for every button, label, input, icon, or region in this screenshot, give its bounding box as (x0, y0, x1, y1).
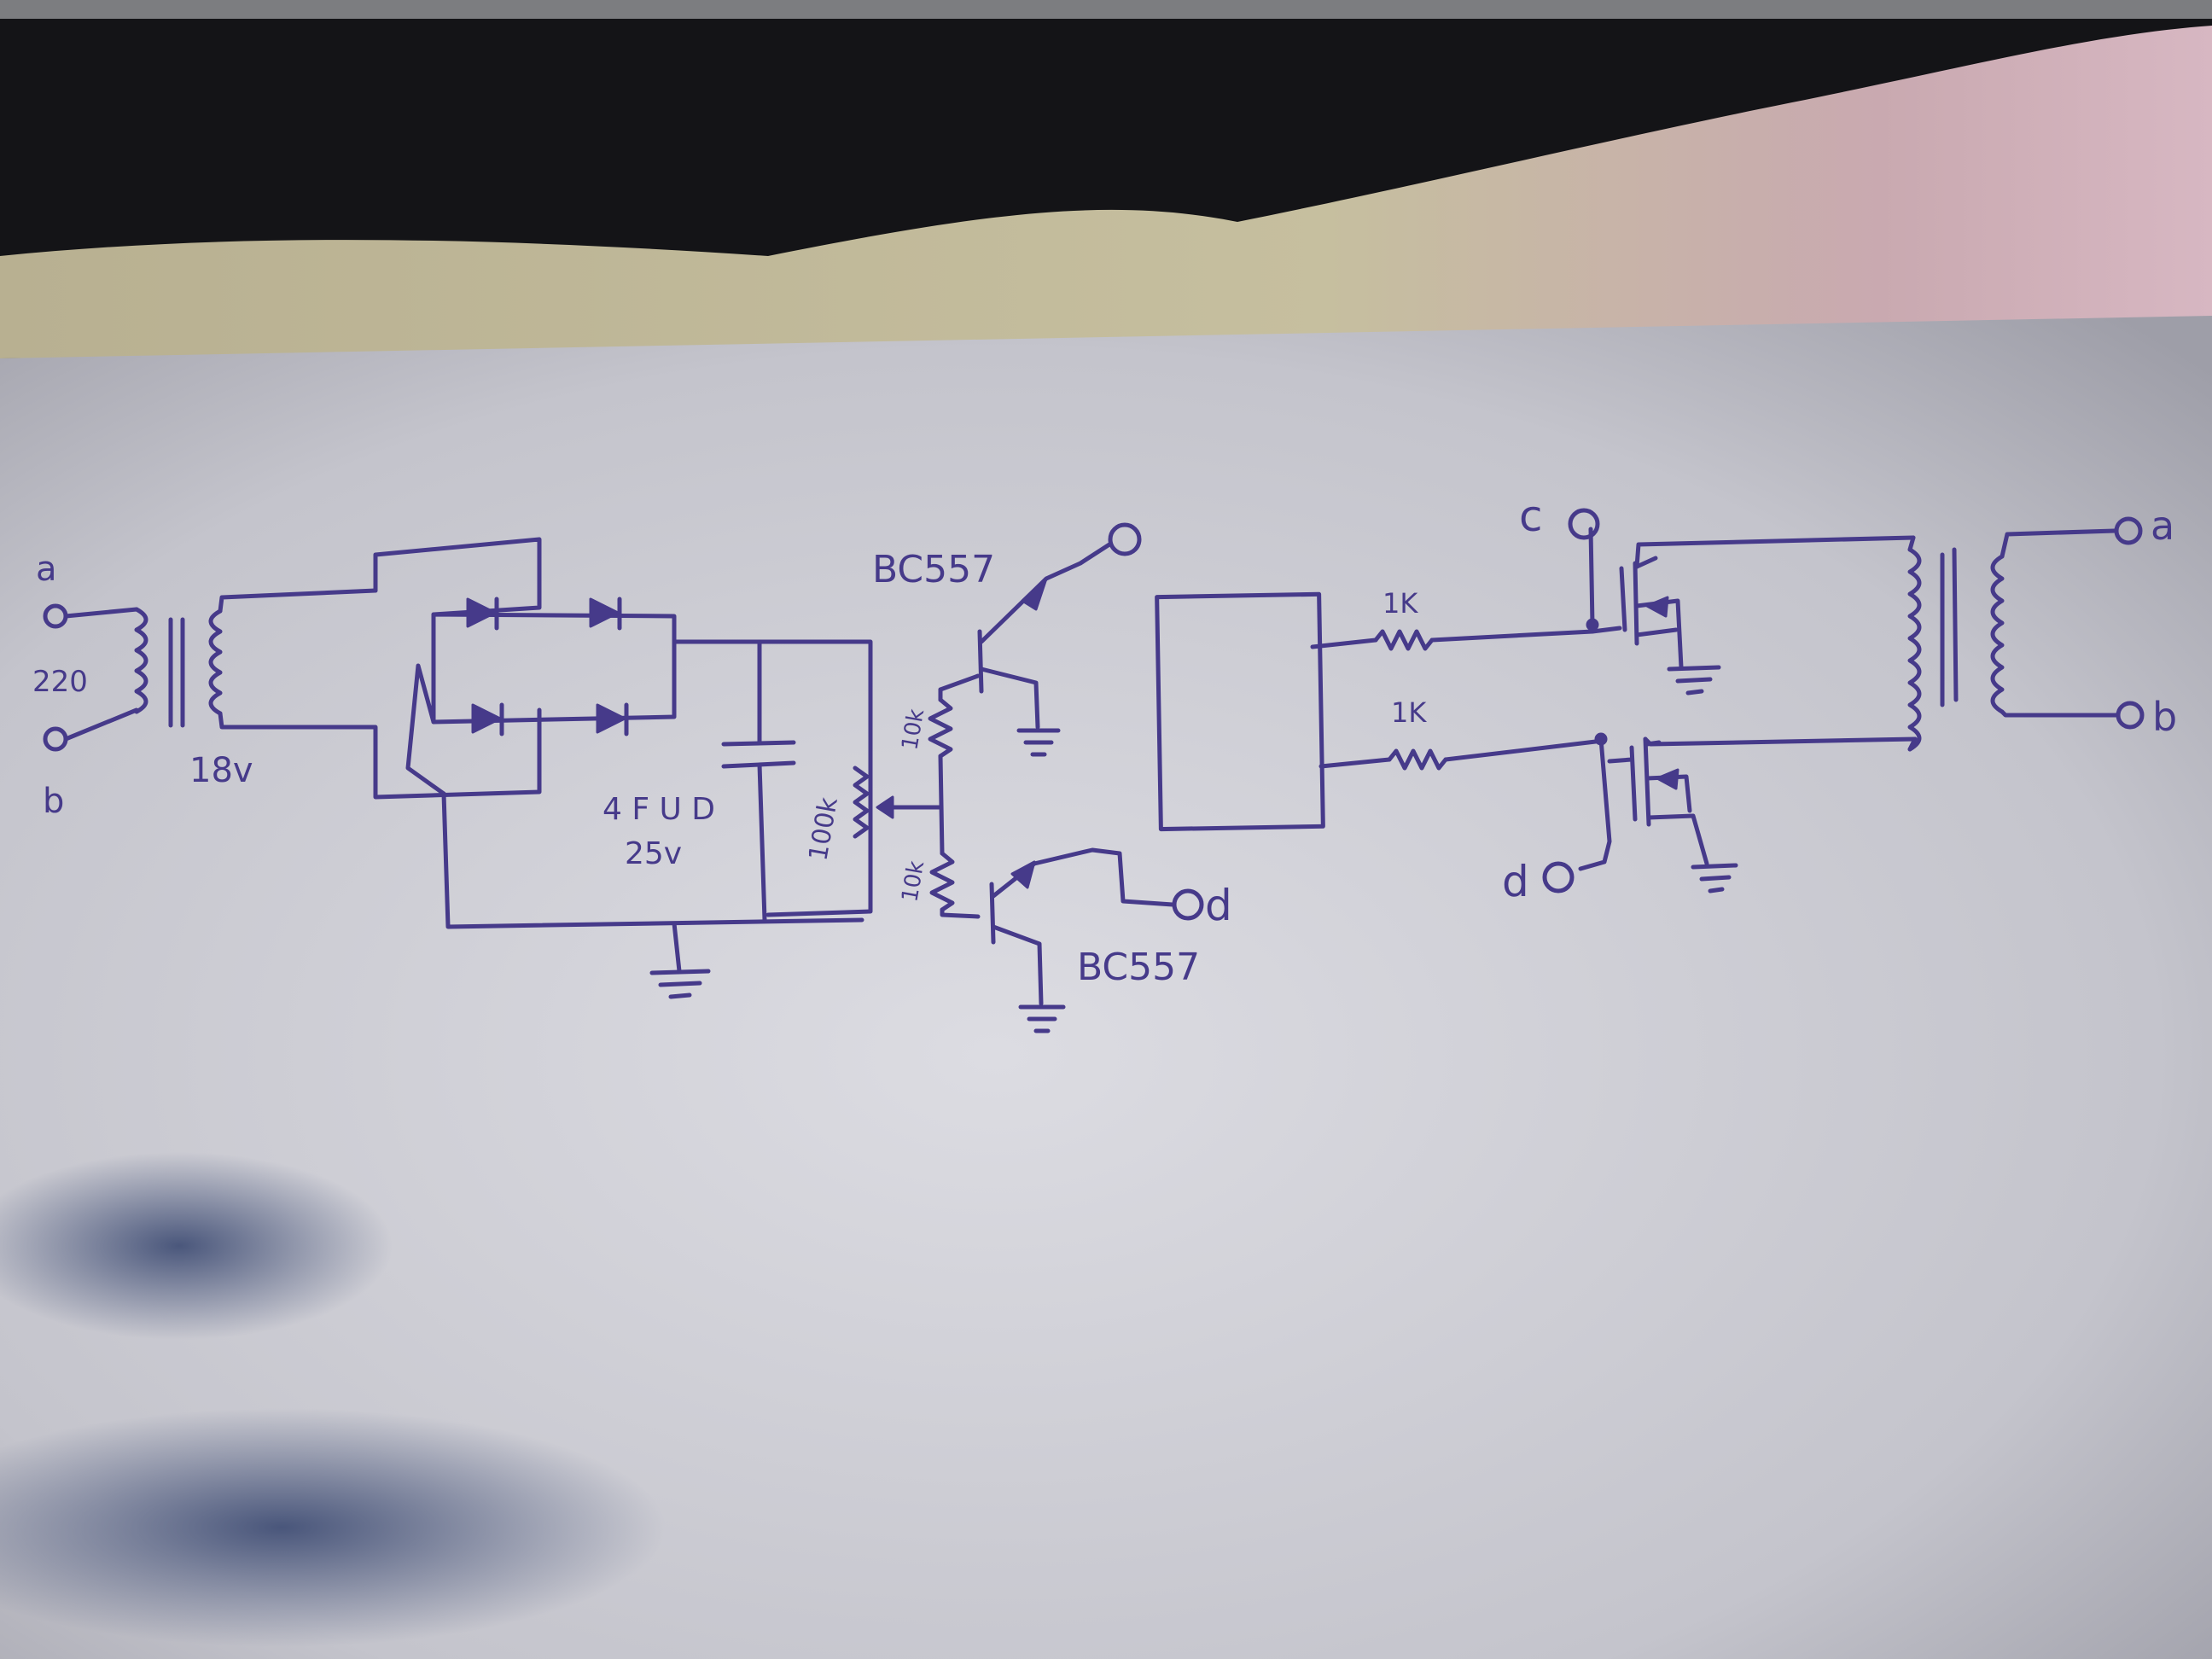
monitor-edge (0, 0, 2212, 19)
gate-resistors: 1K 1K (1310, 587, 1605, 771)
paper-sheet (0, 316, 2212, 1659)
mosfet-top: c (1519, 492, 1721, 696)
primary-coil (134, 607, 148, 714)
label-input-voltage: 220 (32, 665, 88, 699)
ground-symbol-3 (1018, 1004, 1066, 1033)
label-r1: 1K (1382, 587, 1418, 620)
secondary-coil (208, 608, 223, 716)
terminal-output-a (2114, 516, 2143, 545)
ground-symbol-5 (1691, 863, 1738, 894)
diode-3 (471, 702, 504, 736)
finger-shadow-1 (0, 1152, 393, 1340)
label-cap-value: 4 F U D (602, 792, 715, 827)
transistor-q2: d BC557 (989, 847, 1232, 1033)
ground-symbol-4 (1667, 665, 1721, 696)
label-output-b: b (2152, 694, 2177, 740)
label-q1: BC557 (872, 548, 995, 591)
ground-symbol-1 (649, 921, 711, 999)
ground-symbol-2 (1016, 728, 1061, 757)
mosfet-bottom: d (1502, 732, 1738, 906)
terminal-d (1542, 861, 1575, 894)
terminal-c (1568, 508, 1600, 540)
resistor-top-10k (928, 697, 953, 759)
label-input-a: a (36, 550, 57, 589)
transistor-stage: 10k 10k BC557 d BC557 (872, 522, 1232, 1033)
output-transformer: a b (1634, 503, 2177, 752)
terminal-q1-out (1108, 522, 1142, 556)
label-output-a: a (2151, 503, 2174, 549)
label-input-b: b (43, 782, 64, 821)
label-cap-voltage: 25v (625, 836, 682, 871)
terminal-q2-d (1172, 888, 1204, 921)
fabric-cloth (0, 26, 2212, 358)
capacitor-plate-top (721, 740, 796, 747)
potentiometer (853, 765, 870, 839)
output-core-2 (1952, 547, 1959, 702)
label-q2: BC557 (1077, 946, 1200, 989)
label-terminal-d-q2: d (1205, 881, 1232, 930)
transistor-q1: BC557 (872, 522, 1142, 757)
diode-2 (589, 597, 622, 631)
resistor-1k-bottom (1387, 748, 1448, 771)
label-terminal-c: c (1519, 492, 1543, 541)
resistor-1k-top (1373, 629, 1435, 651)
label-secondary-voltage: 18v (189, 751, 253, 790)
label-r2: 1K (1391, 696, 1427, 729)
resistor-bottom-10k (929, 851, 955, 912)
output-secondary-coil (1990, 554, 2005, 714)
label-terminal-d: d (1502, 857, 1529, 906)
oscillator-ic-block (1155, 591, 1325, 832)
input-transformer: a 220 b 18v (32, 550, 378, 821)
output-primary-coil (1907, 547, 1922, 752)
terminal-output-b (2116, 701, 2145, 730)
bridge-rectifier (339, 537, 677, 800)
diode-4 (596, 702, 629, 736)
finger-shadow-2 (0, 1408, 666, 1647)
diode-1 (466, 597, 499, 631)
